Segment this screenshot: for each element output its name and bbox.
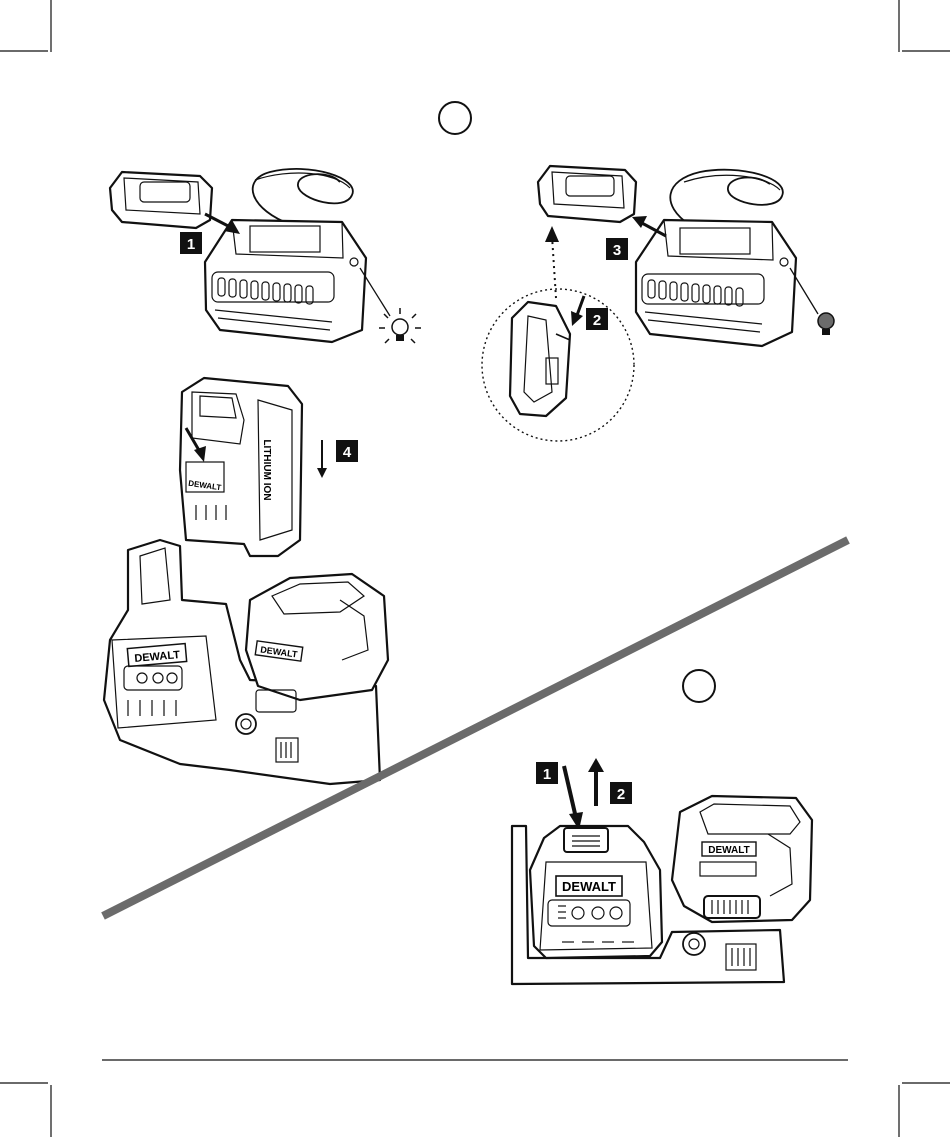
dewalt-logo-head-right: DEWALT <box>702 842 756 856</box>
svg-text:1: 1 <box>543 766 551 783</box>
svg-text:3: 3 <box>613 242 621 259</box>
step-badge-1: 1 <box>180 232 202 254</box>
svg-text:4: 4 <box>343 444 352 461</box>
svg-text:DEWALT: DEWALT <box>562 879 616 894</box>
battery-pack-right <box>538 166 636 222</box>
figure-a-marker <box>439 102 471 134</box>
charger-left <box>205 169 390 342</box>
removal-step-1-arrow: 1 <box>536 762 583 830</box>
svg-text:LITHIUM ION: LITHIUM ION <box>261 439 272 500</box>
svg-text:1: 1 <box>187 236 195 253</box>
lightbulb-on-icon <box>379 308 421 343</box>
svg-text:2: 2 <box>593 312 601 329</box>
lightbulb-off-icon <box>818 313 834 335</box>
dewalt-logo-base-right: DEWALT <box>556 876 622 896</box>
battery-pack-left <box>110 172 212 228</box>
laser-unit-right: DEWALT DEWALT <box>512 796 812 984</box>
svg-text:2: 2 <box>617 786 625 803</box>
svg-text:DEWALT: DEWALT <box>708 845 749 856</box>
figure-b-marker <box>683 670 715 702</box>
battery-insert-pack: DEWALT LITHIUM ION <box>180 378 302 556</box>
removal-step-2-arrow: 2 <box>588 758 632 806</box>
charger-right <box>636 170 818 346</box>
step-badge-3: 3 <box>606 238 628 260</box>
step-badge-4: 4 <box>336 440 358 462</box>
